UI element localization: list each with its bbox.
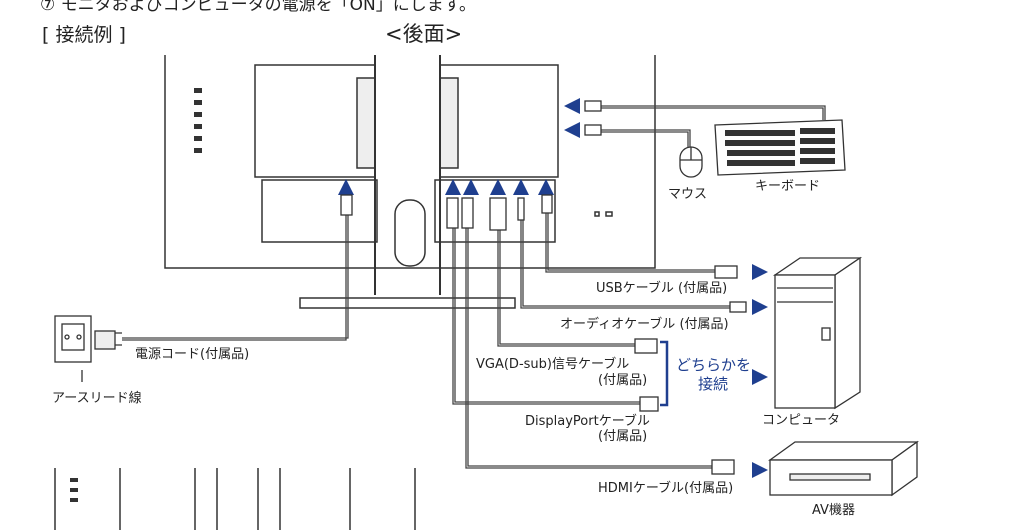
monitor-rear-lower-icon xyxy=(54,468,416,530)
displayport-accessory-label: (付属品) xyxy=(598,429,648,444)
either-connect-label-2: 接続 xyxy=(698,375,729,393)
cables xyxy=(122,105,826,469)
computer-label: コンピュータ xyxy=(762,413,841,428)
audio-cable-label: オーディオケーブル (付属品) xyxy=(560,317,729,332)
monitor-rear-icon xyxy=(164,55,656,309)
either-connect-label-1: どちらかを xyxy=(676,356,752,374)
av-device-icon xyxy=(767,440,920,497)
section-label: [ 接続例 ] xyxy=(42,24,126,46)
mouse-label: マウス xyxy=(668,187,708,202)
displayport-cable-label: DisplayPortケーブル xyxy=(525,414,650,429)
mouse-icon xyxy=(679,146,703,178)
av-device-label: AV機器 xyxy=(812,503,855,518)
instruction-text: ⑦ モニタおよびコンピュータの電源を「ON」にします。 xyxy=(40,0,477,15)
rear-view-label: <後面> xyxy=(385,22,463,46)
connectors xyxy=(340,100,747,475)
vga-accessory-label: (付属品) xyxy=(598,373,648,388)
pc-tower-icon xyxy=(772,256,863,410)
keyboard-icon xyxy=(714,119,846,176)
earth-lead-label: アースリード線 xyxy=(52,391,142,406)
either-bracket xyxy=(660,340,669,407)
hdmi-cable-label: HDMIケーブル(付属品) xyxy=(598,481,734,496)
usb-cable-label: USBケーブル (付属品) xyxy=(596,281,728,296)
wall-outlet-icon xyxy=(54,315,92,363)
vga-cable-label: VGA(D-sub)信号ケーブル xyxy=(476,357,630,372)
power-cord-label: 電源コード(付属品) xyxy=(135,347,250,362)
keyboard-label: キーボード xyxy=(755,179,821,194)
port-arrows xyxy=(338,98,580,195)
power-plug-icon xyxy=(94,330,122,350)
